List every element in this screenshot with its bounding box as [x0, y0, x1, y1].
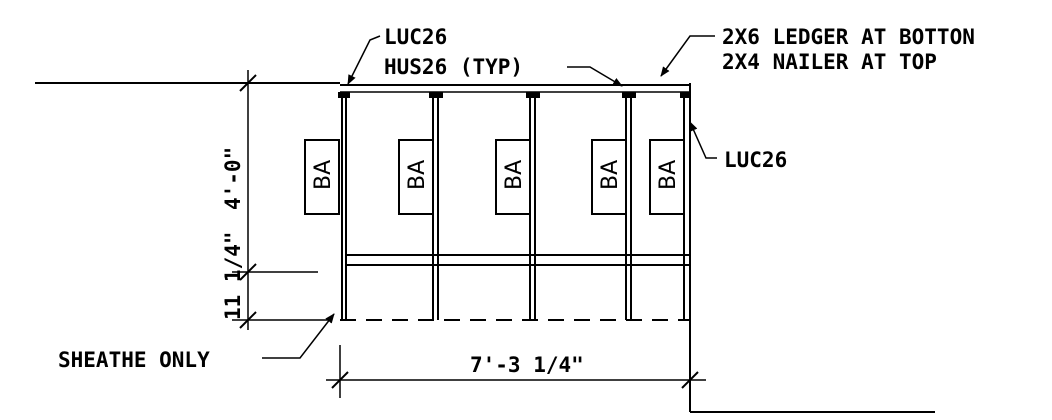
horizontal-dimension: 7'-3 1/4"	[326, 345, 706, 398]
blocking-label: BA	[502, 160, 527, 190]
height-lower-dim: 11 1/4"	[221, 231, 245, 320]
leaders	[262, 35, 717, 359]
note-ledger: 2X6 LEDGER AT BOTTON	[722, 25, 975, 49]
blocking-label: BA	[598, 160, 623, 190]
blocking-label: BA	[405, 160, 430, 190]
blocking-box	[304, 139, 340, 215]
hanger-icons	[338, 92, 690, 98]
note-nailer: 2X4 NAILER AT TOP	[722, 50, 937, 74]
vertical-dimension: 4'-0" 11 1/4"	[221, 70, 330, 330]
blocking-box	[649, 139, 685, 215]
blocking-box	[591, 139, 627, 215]
blocking-label: BA	[311, 160, 336, 190]
height-upper-dim: 4'-0"	[221, 147, 245, 210]
note-hus26: HUS26 (TYP)	[384, 55, 523, 79]
blocking-boxes: BA BA BA BA BA	[304, 139, 685, 215]
note-sheathe: SHEATHE ONLY	[58, 348, 210, 372]
blocking-label: BA	[656, 160, 681, 190]
note-luc26-top: LUC26	[384, 25, 447, 49]
blocking-box	[398, 139, 434, 215]
width-dim: 7'-3 1/4"	[470, 353, 584, 377]
note-luc26-right: LUC26	[724, 148, 787, 172]
blocking-box	[495, 139, 531, 215]
